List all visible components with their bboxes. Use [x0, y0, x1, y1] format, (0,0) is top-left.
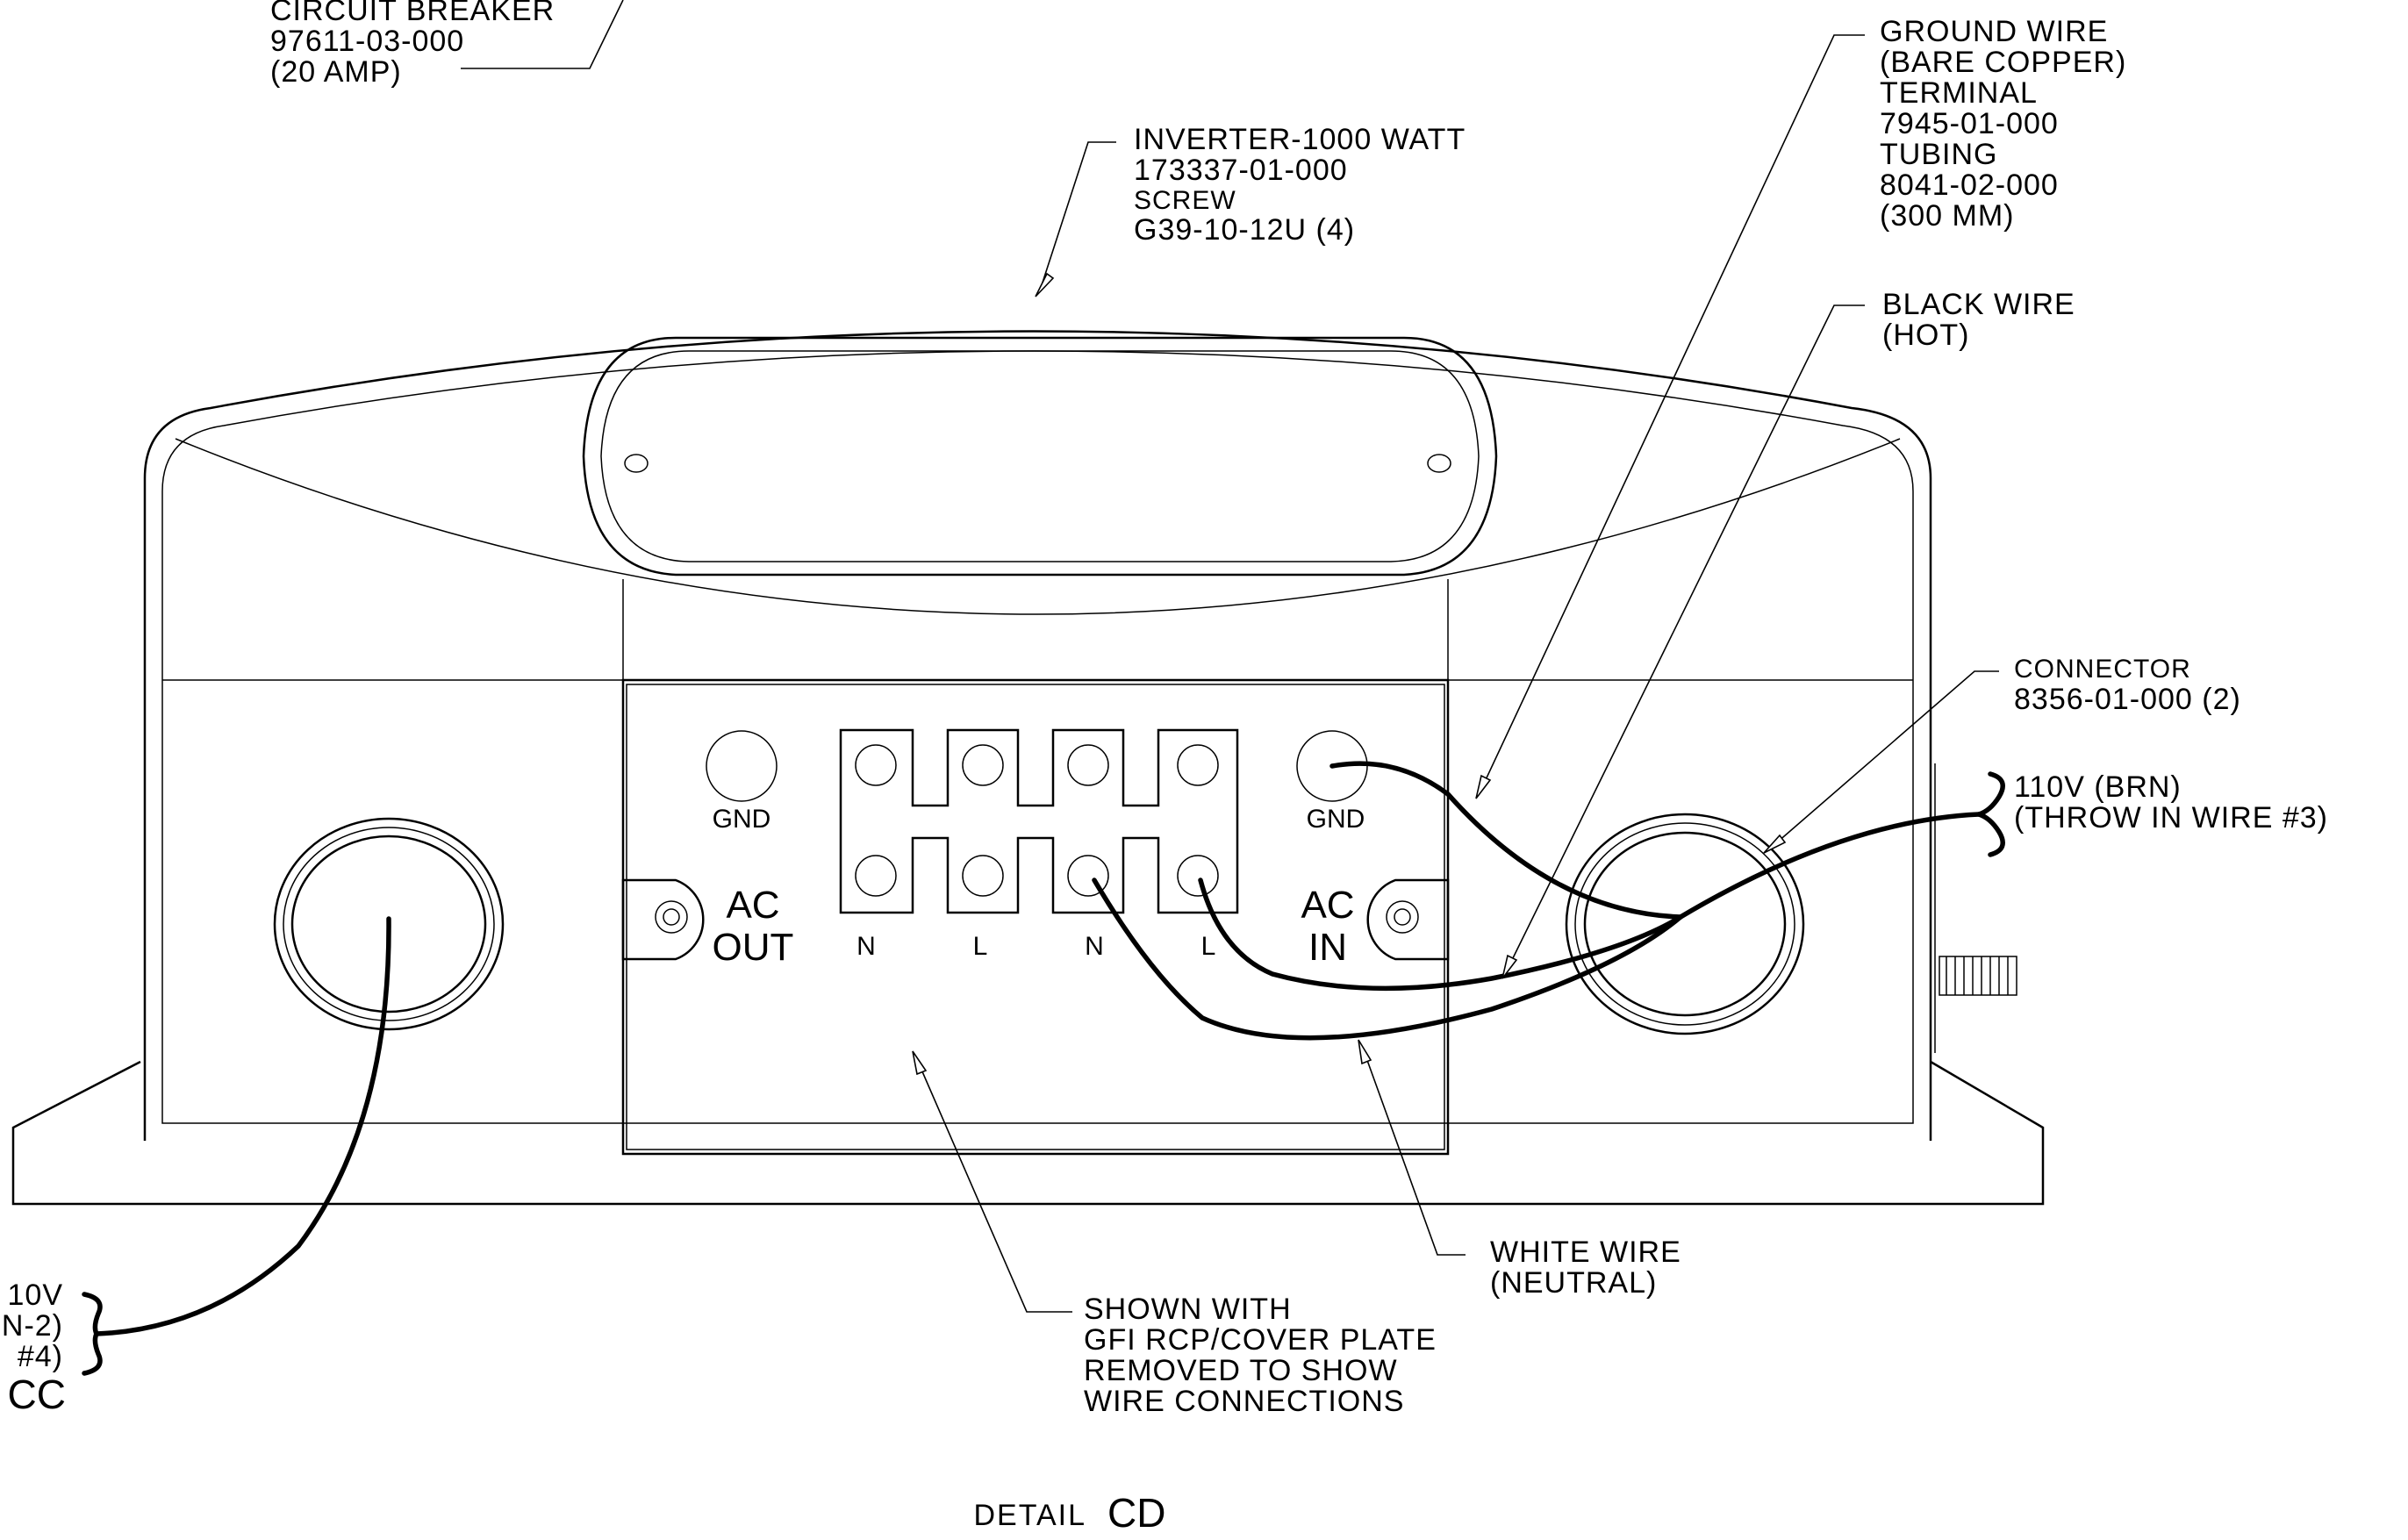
brn-110v-wire	[1678, 812, 1982, 920]
connector-line-1: CONNECTOR	[2014, 655, 2191, 684]
connector-line-2: 8356-01-000 (2)	[2014, 683, 2241, 716]
terminal-label-l2: L	[1201, 932, 1216, 961]
label-inverter: INVERTER-1000 WATT 173337-01-000 SCREW G…	[1134, 123, 1466, 247]
inverter-line-3: SCREW	[1134, 186, 1236, 215]
terminal-label-l1: L	[973, 932, 988, 961]
detail-title: DETAIL CD	[973, 1490, 1165, 1536]
ac-out-label-1: AC	[726, 884, 779, 927]
white-wire-line-2: (NEUTRAL)	[1490, 1266, 1657, 1300]
terminal-screw-top-3	[1067, 744, 1109, 786]
label-110v-brn: 110V (BRN) (THROW IN WIRE #3)	[2014, 770, 2328, 834]
inverter-line-4: G39-10-12U (4)	[1134, 213, 1355, 247]
badge-screw-left	[624, 454, 649, 473]
badge-plate	[582, 336, 1498, 577]
ground-wire	[1329, 761, 1683, 920]
shown-with-line-2: GFI RCP/COVER PLATE	[1084, 1323, 1437, 1357]
ground-wire-line-6: 8041-02-000	[1880, 168, 2059, 202]
terminal-screw-l1	[962, 855, 1004, 897]
inverter-line-2: 173337-01-000	[1134, 154, 1348, 187]
terminal-label-n1: N	[856, 932, 876, 961]
gnd-label-left: GND	[713, 805, 771, 834]
ground-wire-line-3: TERMINAL	[1880, 76, 2038, 110]
terminal-label-n2: N	[1085, 932, 1104, 961]
terminal-screw-n1	[855, 855, 897, 897]
ground-wire-line-7: (300 MM)	[1880, 199, 2014, 233]
brace-left	[82, 1292, 103, 1376]
black-wire-line-1: BLACK WIRE	[1882, 288, 2075, 321]
hot-wire	[1198, 877, 1683, 992]
circuit-breaker-line-2: 97611-03-000	[270, 25, 464, 58]
brn-110v-line-1: 110V (BRN)	[2014, 770, 2182, 804]
ac-in-label-1: AC	[1301, 884, 1354, 927]
connector-right	[1565, 813, 1805, 1035]
left-cut-line-4: CC	[8, 1372, 66, 1417]
inverter-line-1: INVERTER-1000 WATT	[1134, 123, 1466, 156]
terminal-screw-l2	[1177, 855, 1219, 897]
black-wire-line-2: (HOT)	[1882, 319, 1969, 352]
brace-right	[1970, 771, 2005, 857]
label-black-wire: BLACK WIRE (HOT)	[1882, 288, 2075, 352]
ground-wire-line-2: (BARE COPPER)	[1880, 46, 2126, 79]
terminal-screw-top-1	[855, 744, 897, 786]
shown-with-line-4: WIRE CONNECTIONS	[1084, 1385, 1404, 1418]
leaders	[461, 0, 1999, 1313]
shown-with-line-3: REMOVED TO SHOW	[1084, 1354, 1398, 1387]
circuit-breaker-line-1: CIRCUIT BREAKER	[270, 0, 555, 27]
left-wire	[94, 916, 391, 1336]
left-cut-line-1: 10V	[8, 1279, 64, 1312]
ac-in-label-2: IN	[1308, 926, 1347, 969]
terminal-screw-top-4	[1177, 744, 1219, 786]
circuit-breaker-line-3: (20 AMP)	[270, 55, 402, 89]
ground-wire-line-4: 7945-01-000	[1880, 107, 2059, 140]
brn-110v-line-2: (THROW IN WIRE #3)	[2014, 801, 2328, 834]
detail-prefix: DETAIL	[973, 1499, 1086, 1532]
terminal-panel: GND GND N L N L AC OUT AC IN	[621, 678, 1450, 1156]
label-circuit-breaker: CIRCUIT BREAKER 97611-03-000 (20 AMP)	[270, 0, 555, 89]
left-cut-line-3: #4)	[18, 1340, 63, 1373]
ac-out-screw	[655, 900, 688, 934]
neutral-wire	[1092, 877, 1683, 1041]
left-cut-line-2: N-2)	[2, 1309, 63, 1343]
gnd-label-right: GND	[1307, 805, 1365, 834]
terminal-screw-n2	[1067, 855, 1109, 897]
label-white-wire: WHITE WIRE (NEUTRAL)	[1490, 1236, 1681, 1300]
label-connector: CONNECTOR 8356-01-000 (2)	[2014, 655, 2241, 716]
badge-screw-right	[1427, 454, 1451, 473]
label-ground-wire: GROUND WIRE (BARE COPPER) TERMINAL 7945-…	[1880, 15, 2126, 233]
shown-with-line-1: SHOWN WITH	[1084, 1293, 1292, 1326]
ac-out-label-2: OUT	[713, 926, 794, 969]
label-shown-with: SHOWN WITH GFI RCP/COVER PLATE REMOVED T…	[1084, 1293, 1437, 1418]
terminal-screw-top-2	[962, 744, 1004, 786]
mounting-stud	[1939, 956, 2017, 996]
ground-wire-line-5: TUBING	[1880, 138, 1997, 171]
label-left-cut: 10V N-2) #4) CC	[2, 1279, 66, 1417]
ac-in-screw	[1386, 900, 1419, 934]
white-wire-line-1: WHITE WIRE	[1490, 1236, 1681, 1269]
inverter-body	[11, 330, 2045, 1206]
wires	[82, 761, 2005, 1376]
gnd-terminal-left	[706, 730, 778, 802]
ground-wire-line-1: GROUND WIRE	[1880, 15, 2108, 48]
detail-id: CD	[1107, 1490, 1165, 1536]
connector-left	[273, 817, 505, 1031]
